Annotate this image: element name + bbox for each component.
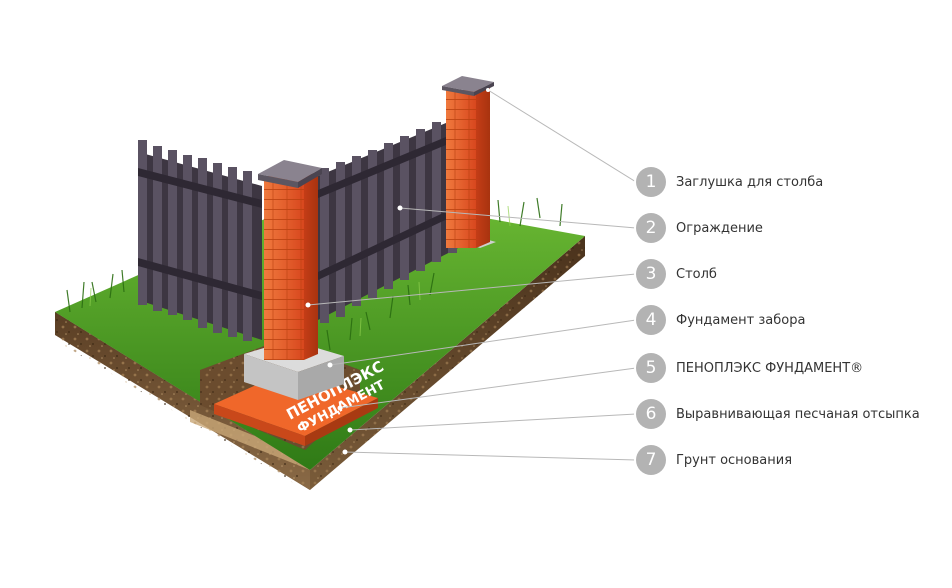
legend-badge-7: 7: [636, 445, 666, 475]
legend-badge-3: 3: [636, 259, 666, 289]
legend-item-5: 5 ПЕНОПЛЭКС ФУНДАМЕНТ®: [636, 353, 863, 383]
legend-item-2: 2 Ограждение: [636, 213, 763, 243]
leader-lines: [307, 89, 637, 461]
leader-4: [329, 319, 637, 366]
legend-label-2: Ограждение: [676, 220, 763, 236]
leader-5: [339, 367, 637, 409]
legend-badge-2: 2: [636, 213, 666, 243]
legend-badge-5: 5: [636, 353, 666, 383]
leader-1: [487, 89, 637, 183]
legend-label-1: Заглушка для столба: [676, 174, 824, 190]
front-pillar: [264, 172, 318, 360]
leader-dots: [305, 88, 490, 455]
legend-label-4: Фундамент забора: [676, 312, 806, 328]
leader-6: [349, 413, 637, 431]
legend-item-1: 1 Заглушка для столба: [636, 167, 823, 197]
concrete-foundation-front: [244, 354, 298, 400]
back-pillar-cap: [442, 76, 494, 96]
legend-badge-1: 1: [636, 167, 666, 197]
legend-item-6: 6 Выравнивающая песчаная отсыпка: [636, 399, 920, 429]
legend-label-3: Столб: [676, 266, 717, 282]
leader-3: [307, 273, 637, 306]
penoplex-board-side: [214, 404, 305, 446]
leader-7: [344, 451, 637, 461]
leader-2: [399, 207, 637, 229]
legend-label-6: Выравнивающая песчаная отсыпка: [676, 406, 920, 422]
legend-label-5: ПЕНОПЛЭКС ФУНДАМЕНТ®: [676, 360, 864, 376]
back-pillar: [446, 86, 496, 248]
sand-layer: [190, 410, 310, 470]
legend-badge-4: 4: [636, 305, 666, 335]
front-pillar-cap: [258, 160, 322, 188]
legend-label-7: Грунт основания: [676, 452, 793, 468]
legend-item-4: 4 Фундамент забора: [636, 305, 805, 335]
legend-badge-6: 6: [636, 399, 666, 429]
legend-item-3: 3 Столб: [636, 259, 717, 289]
fence-right: [318, 115, 458, 323]
legend-item-7: 7 Грунт основания: [636, 445, 792, 475]
fence-left: [138, 140, 262, 341]
penoplex-board-top: [214, 372, 378, 436]
